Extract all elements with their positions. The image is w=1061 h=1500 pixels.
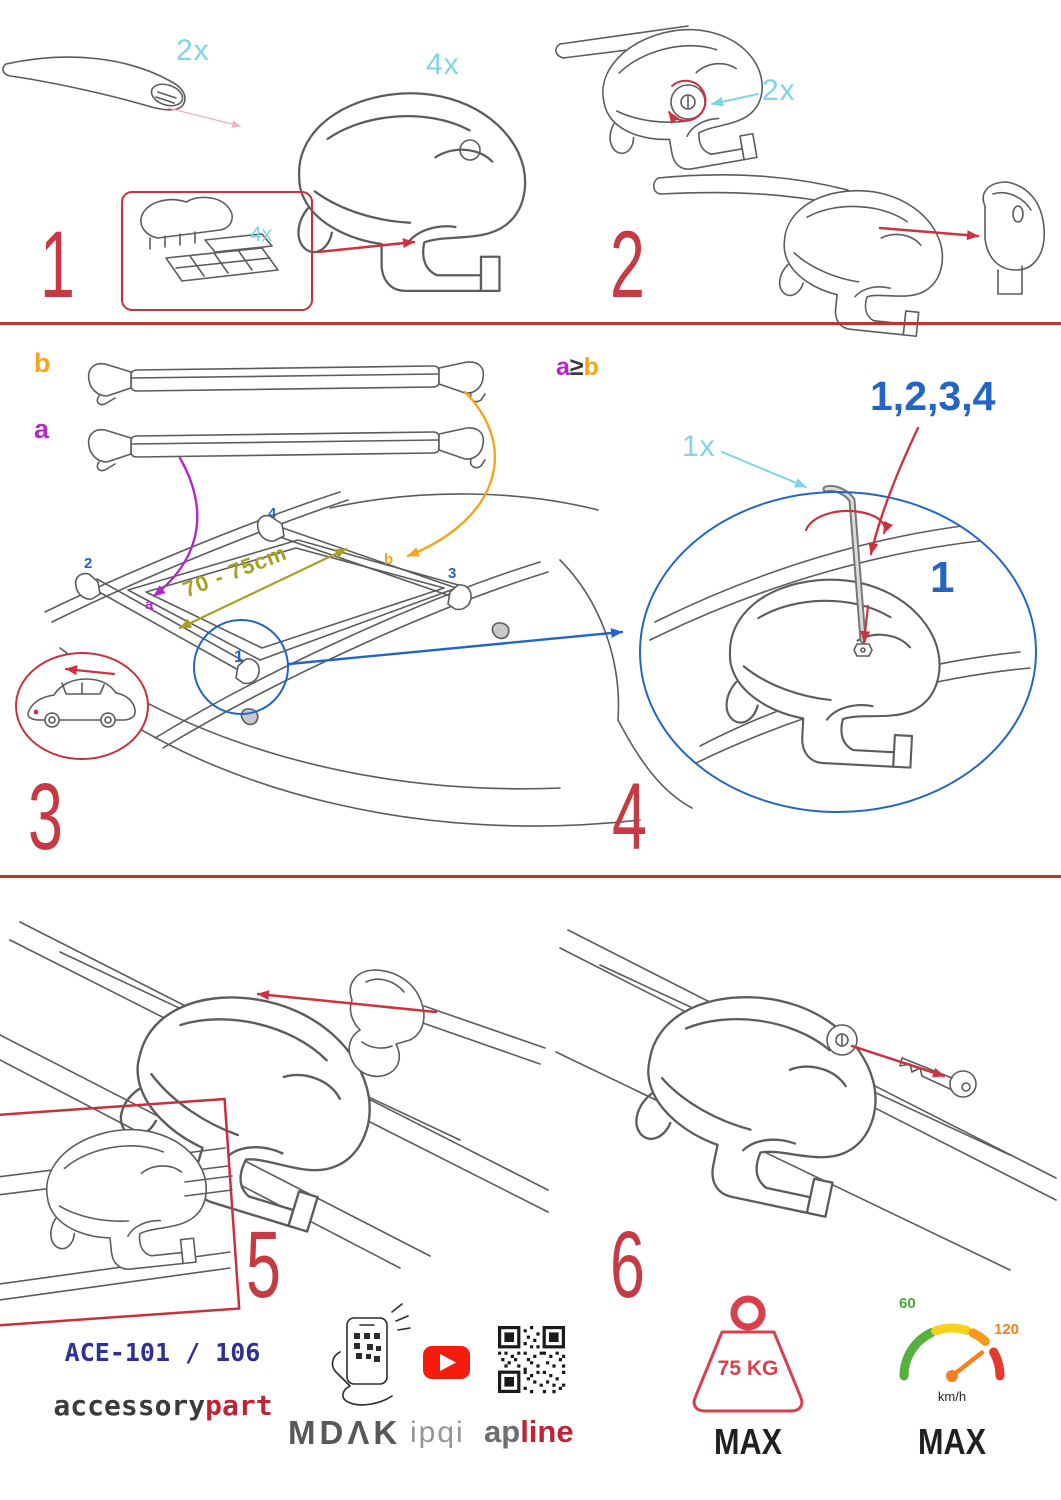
roof-position-2: 2 (84, 555, 93, 572)
lock-turn-arrow (668, 79, 707, 124)
pad-to-foot-arrow (316, 238, 416, 254)
bar-into-foot-drawing (652, 173, 1045, 339)
bar-quantity-label: 2x (176, 34, 210, 67)
bar-b-drawing (87, 361, 486, 406)
speed-low-label: 60 (899, 1295, 916, 1312)
roof-position-4: 4 (268, 505, 277, 522)
foot-with-lock-drawing (555, 16, 776, 183)
bar-a-drawing (87, 427, 486, 472)
section-divider-2 (0, 875, 1061, 878)
brand-accent: part (205, 1389, 273, 1422)
distance-arrow (178, 547, 348, 630)
key-qty-arrow (721, 451, 807, 488)
pad-quantity-label: 4x (250, 223, 273, 246)
roof-position-a: a (145, 596, 154, 613)
bar-b-position-arrow (406, 390, 497, 558)
bar-b-label: b (34, 348, 51, 378)
crossbar-drawing (2, 56, 186, 111)
foot-drawing-step1 (297, 92, 527, 292)
tighten-arrow (860, 604, 871, 644)
zoom-detail-drawing (649, 521, 1031, 770)
roof-position-1: 1 (234, 647, 244, 666)
key-rotate-arrow (804, 509, 894, 535)
bar-a-label: a (34, 414, 50, 444)
tighten-position-1: 1 (930, 553, 955, 602)
speed-high-label: 120 (994, 1321, 1020, 1338)
allen-key-drawing (822, 485, 873, 657)
apline-ap: ap (484, 1414, 521, 1449)
lock-qty-arrow (711, 93, 759, 107)
car-front-arrow (64, 665, 116, 676)
phone-qr-icon (331, 1303, 411, 1406)
section-divider-1 (0, 322, 1061, 325)
key-drawing (899, 1057, 977, 1098)
foot1-highlight-circle (193, 619, 289, 715)
ipqi-logo: ipqi (410, 1416, 465, 1449)
lock-quantity-label: 2x (762, 74, 796, 107)
brand-main: accessory (53, 1389, 206, 1422)
brand-logo: accessorypart (48, 1392, 278, 1420)
step5-drawing (0, 921, 549, 1269)
youtube-icon (423, 1346, 470, 1379)
step2-number: 2 (610, 212, 645, 318)
bar-leader-line (167, 107, 241, 128)
sequence-arrow (868, 426, 920, 556)
speed-unit-label: km/h (937, 1389, 967, 1404)
condition-operator: ≥ (569, 353, 584, 381)
step5-number: 5 (246, 1212, 281, 1318)
foot-quantity-label: 4x (426, 48, 460, 81)
key-quantity-label: 1x (682, 430, 716, 463)
max-weight-value: 75 KG (717, 1357, 779, 1380)
speedometer-icon (899, 1323, 1005, 1382)
condition-b: b (583, 353, 599, 381)
max-speed-label: MAX (918, 1421, 986, 1462)
pad-inset-box (121, 191, 313, 311)
step3-number: 3 (28, 764, 63, 870)
car-direction-inset (15, 652, 149, 760)
step4-number: 4 (612, 764, 647, 870)
bar-end-claw (348, 969, 546, 1078)
roof-position-b: b (384, 551, 394, 568)
length-condition: a≥b (556, 355, 599, 380)
zoom-ellipse (639, 491, 1037, 813)
model-number: ACE-101 / 106 (64, 1338, 261, 1367)
step5-inset-art (0, 1097, 241, 1328)
apline-line: line (520, 1414, 574, 1449)
step6-drawing (555, 929, 1057, 1271)
max-weight-label: MAX (714, 1421, 782, 1462)
mdak-logo: MDΛK (288, 1414, 402, 1451)
zoom-pointer-arrow (287, 628, 624, 666)
bar-insert-arrow (878, 226, 980, 241)
roof-position-3: 3 (448, 565, 457, 582)
claw-insert-arrow (256, 990, 438, 1014)
roof-top-view (44, 491, 693, 827)
bar-a-position-arrow (152, 456, 199, 598)
key-insert-arrow (850, 1044, 946, 1078)
condition-a: a (556, 353, 570, 381)
weight-icon (692, 1295, 804, 1413)
step1-number: 1 (40, 212, 75, 318)
qr-code-icon (498, 1326, 566, 1394)
step6-number: 6 (610, 1212, 645, 1318)
rubber-pad-drawing (140, 196, 279, 282)
apline-logo: apline (484, 1416, 574, 1447)
tighten-sequence: 1,2,3,4 (870, 373, 996, 419)
